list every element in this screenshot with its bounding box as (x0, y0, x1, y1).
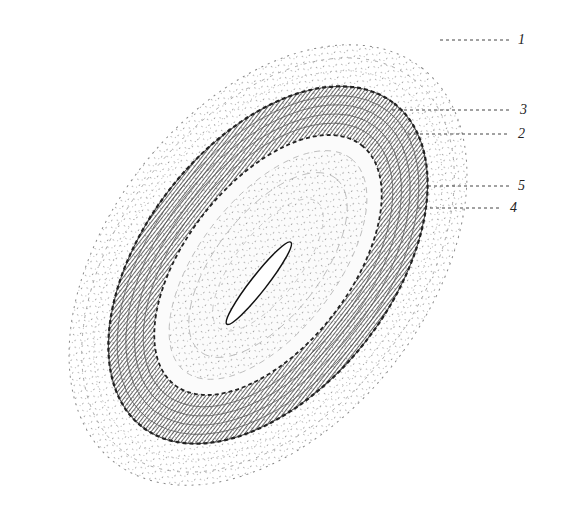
callout-number: 3 (518, 102, 529, 118)
callout-number: 4 (508, 200, 519, 216)
vessel-wall (0, 0, 548, 511)
callout-number: 1 (516, 32, 527, 48)
callout-number: 5 (516, 178, 527, 194)
leader-lines (392, 40, 512, 208)
callout-number: 2 (516, 126, 527, 142)
